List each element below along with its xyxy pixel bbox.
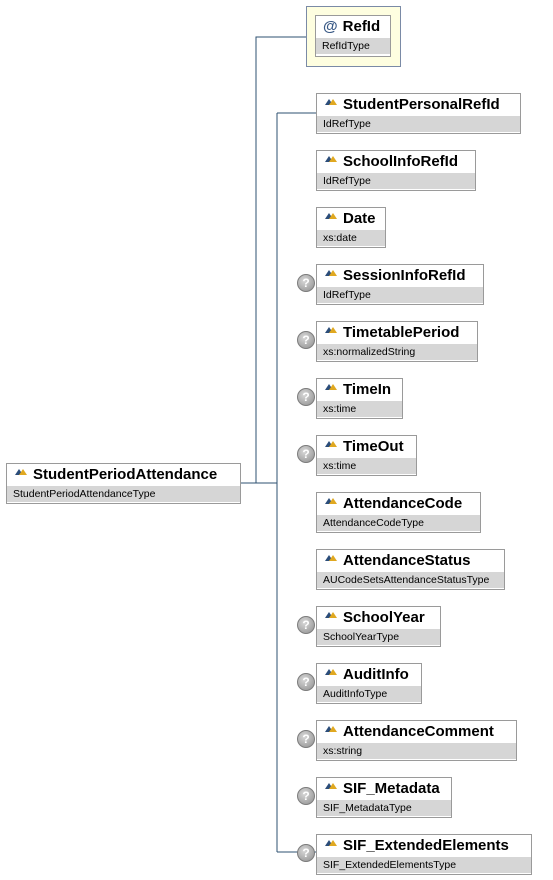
child-element-title: StudentPersonalRefId bbox=[317, 94, 520, 116]
child-element-name: AttendanceCode bbox=[343, 495, 463, 512]
child-element-title: SIF_ExtendedElements bbox=[317, 835, 531, 857]
element-icon bbox=[325, 213, 337, 219]
element-icon bbox=[325, 612, 337, 618]
element-icon bbox=[325, 498, 337, 504]
element-icon bbox=[15, 469, 27, 475]
attribute-icon: @ bbox=[323, 18, 338, 35]
element-icon bbox=[325, 327, 337, 333]
child-element-title: AttendanceStatus bbox=[317, 550, 504, 572]
child-element-type: SIF_ExtendedElementsType bbox=[317, 857, 531, 873]
optional-question-icon: ? bbox=[297, 445, 315, 463]
root-element-title: StudentPeriodAttendance bbox=[7, 464, 240, 486]
child-element-name: Date bbox=[343, 210, 376, 227]
child-element-box[interactable]: Date xs:date bbox=[316, 207, 386, 248]
child-element-name: TimeIn bbox=[343, 381, 392, 398]
child-element-name: TimeOut bbox=[343, 438, 404, 455]
child-element-name: SchoolInfoRefId bbox=[343, 153, 458, 170]
child-element-box[interactable]: AttendanceComment xs:string bbox=[316, 720, 517, 761]
child-element-name: SIF_Metadata bbox=[343, 780, 440, 797]
child-element-type: AUCodeSetsAttendanceStatusType bbox=[317, 572, 504, 588]
root-element-name: StudentPeriodAttendance bbox=[33, 466, 218, 483]
child-element-type: IdRefType bbox=[317, 173, 475, 189]
child-element-title: AuditInfo bbox=[317, 664, 421, 686]
element-icon bbox=[325, 840, 337, 846]
attribute-refid-type: RefIdType bbox=[316, 38, 390, 54]
element-icon bbox=[325, 783, 337, 789]
child-element-type: xs:string bbox=[317, 743, 516, 759]
child-element-title: AttendanceComment bbox=[317, 721, 516, 743]
child-element-title: TimeIn bbox=[317, 379, 402, 401]
child-element-type: IdRefType bbox=[317, 287, 483, 303]
child-element-type: xs:time bbox=[317, 458, 416, 474]
child-element-title: AttendanceCode bbox=[317, 493, 480, 515]
child-element-name: AttendanceStatus bbox=[343, 552, 471, 569]
element-icon bbox=[325, 384, 337, 390]
optional-question-icon: ? bbox=[297, 616, 315, 634]
child-element-box[interactable]: TimeIn xs:time bbox=[316, 378, 403, 419]
child-element-title: SchoolInfoRefId bbox=[317, 151, 475, 173]
element-icon bbox=[325, 555, 337, 561]
attribute-refid-title: @RefId bbox=[316, 16, 390, 38]
element-icon bbox=[325, 441, 337, 447]
child-element-name: SessionInfoRefId bbox=[343, 267, 466, 284]
attribute-refid-box[interactable]: @RefId RefIdType bbox=[315, 15, 391, 57]
child-element-title: SchoolYear bbox=[317, 607, 440, 629]
child-element-title: TimetablePeriod bbox=[317, 322, 477, 344]
child-element-type: AuditInfoType bbox=[317, 686, 421, 702]
child-element-title: Date bbox=[317, 208, 385, 230]
element-icon bbox=[325, 669, 337, 675]
child-element-name: AttendanceComment bbox=[343, 723, 494, 740]
child-element-name: SIF_ExtendedElements bbox=[343, 837, 509, 854]
attribute-refid-name: RefId bbox=[342, 18, 381, 35]
root-element-type: StudentPeriodAttendanceType bbox=[7, 486, 240, 502]
child-element-box[interactable]: TimeOut xs:time bbox=[316, 435, 417, 476]
root-element-box[interactable]: StudentPeriodAttendance StudentPeriodAtt… bbox=[6, 463, 241, 504]
optional-question-icon: ? bbox=[297, 730, 315, 748]
root-to-attribute-connector bbox=[241, 36, 306, 484]
child-element-type: SIF_MetadataType bbox=[317, 800, 451, 816]
optional-question-icon: ? bbox=[297, 331, 315, 349]
child-element-type: xs:date bbox=[317, 230, 385, 246]
child-element-type: SchoolYearType bbox=[317, 629, 440, 645]
child-element-type: xs:time bbox=[317, 401, 402, 417]
element-icon bbox=[325, 156, 337, 162]
child-element-name: StudentPersonalRefId bbox=[343, 96, 500, 113]
optional-question-icon: ? bbox=[297, 274, 315, 292]
optional-question-icon: ? bbox=[297, 844, 315, 862]
child-element-title: SIF_Metadata bbox=[317, 778, 451, 800]
child-element-title: SessionInfoRefId bbox=[317, 265, 483, 287]
element-icon bbox=[325, 270, 337, 276]
optional-question-icon: ? bbox=[297, 388, 315, 406]
child-element-name: SchoolYear bbox=[343, 609, 425, 626]
element-icon bbox=[325, 99, 337, 105]
child-element-box[interactable]: TimetablePeriod xs:normalizedString bbox=[316, 321, 478, 362]
child-element-type: xs:normalizedString bbox=[317, 344, 477, 360]
child-element-name: AuditInfo bbox=[343, 666, 409, 683]
child-element-type: IdRefType bbox=[317, 116, 520, 132]
child-element-title: TimeOut bbox=[317, 436, 416, 458]
child-element-type: AttendanceCodeType bbox=[317, 515, 480, 531]
optional-question-icon: ? bbox=[297, 673, 315, 691]
element-icon bbox=[325, 726, 337, 732]
optional-question-icon: ? bbox=[297, 787, 315, 805]
child-element-name: TimetablePeriod bbox=[343, 324, 460, 341]
